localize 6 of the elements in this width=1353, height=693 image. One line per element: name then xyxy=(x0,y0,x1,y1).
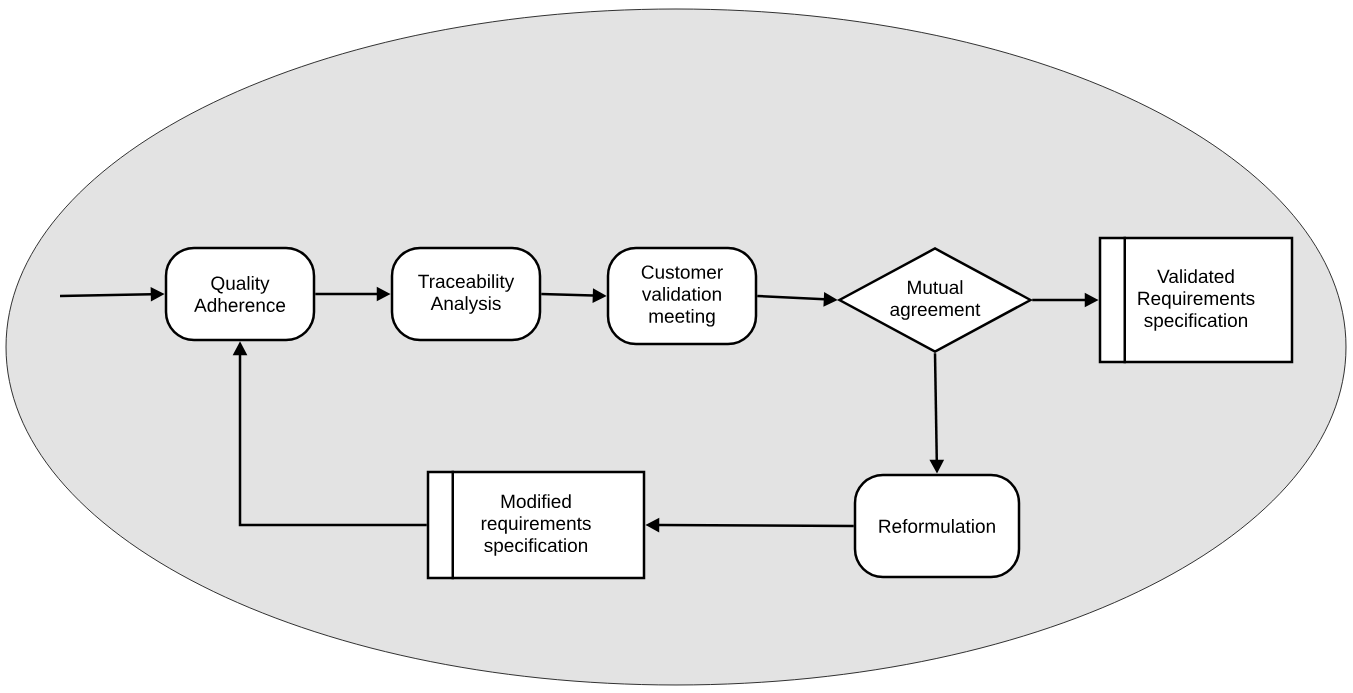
process-box: Reformulation xyxy=(853,473,1021,579)
process-box: Traceability Analysis xyxy=(390,246,542,342)
document-box: Validated Requirements specification xyxy=(1098,236,1294,364)
process-box: Quality Adherence xyxy=(164,246,316,342)
document-box: Modified requirements specification xyxy=(426,470,646,580)
process-box: Customer validation meeting xyxy=(606,246,758,346)
